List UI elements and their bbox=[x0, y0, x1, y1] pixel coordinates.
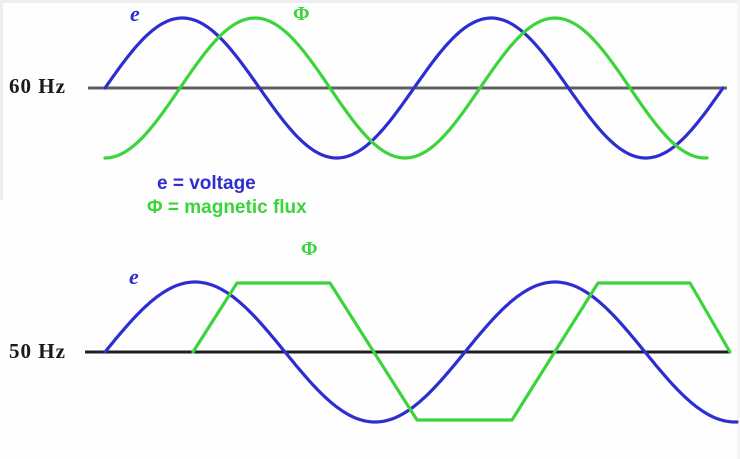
flux-curve-60hz bbox=[103, 16, 709, 160]
voltage-curve-label-50hz: e bbox=[129, 264, 139, 289]
legend-flux: Φ = magnetic flux bbox=[147, 197, 307, 218]
flux-curve-label-60hz: Φ bbox=[293, 3, 310, 25]
flux-curve-label-50hz: Φ bbox=[301, 238, 318, 260]
voltage-curve-50hz bbox=[103, 280, 739, 424]
frame-edge-top bbox=[0, 0, 740, 3]
voltage-curve-label-60hz: e bbox=[130, 1, 140, 26]
voltage-curve-60hz bbox=[103, 16, 725, 160]
frequency-label-50hz: 50 Hz bbox=[9, 339, 66, 363]
frame-edge-left bbox=[0, 0, 3, 200]
frame-edge-right bbox=[737, 0, 740, 459]
flux-curve-50hz bbox=[191, 281, 732, 422]
frequency-label-60hz: 60 Hz bbox=[9, 74, 66, 98]
legend-voltage: e = voltage bbox=[157, 173, 256, 194]
